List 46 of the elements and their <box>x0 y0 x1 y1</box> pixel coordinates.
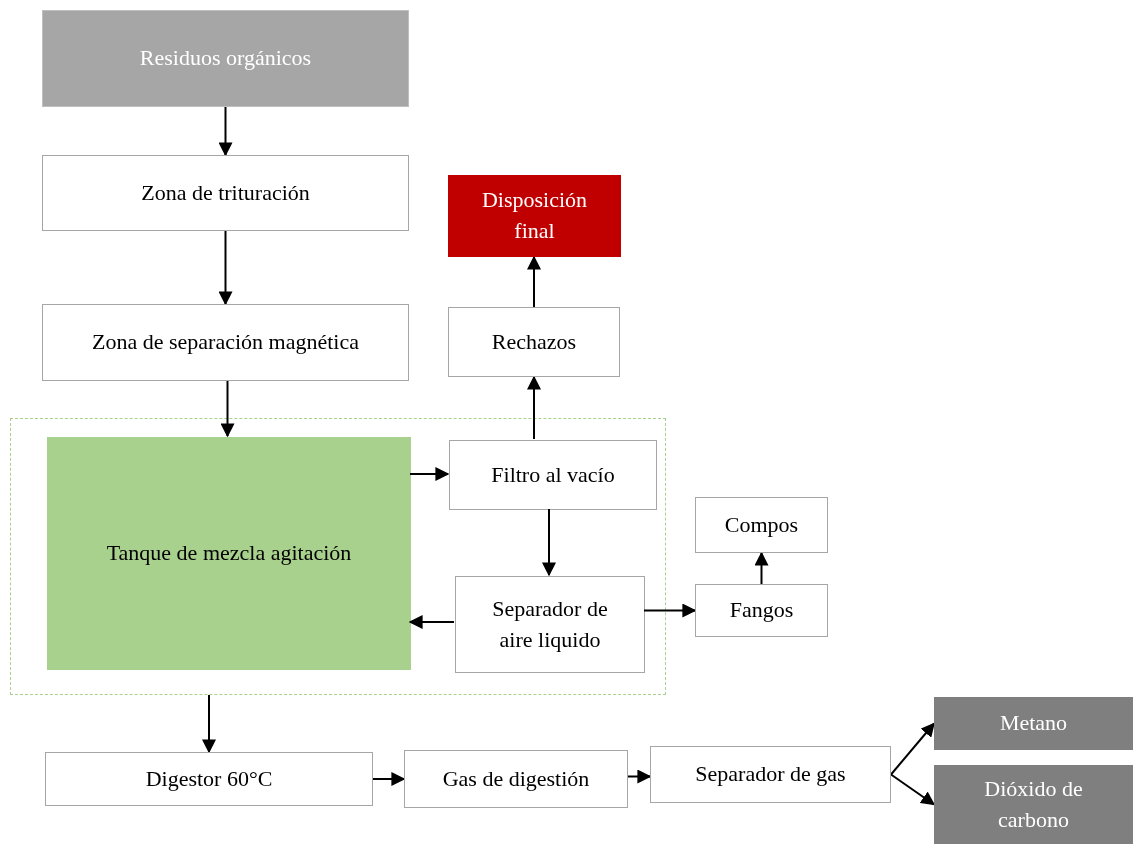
box-label: Fangos <box>729 596 794 625</box>
arrow <box>527 255 541 308</box>
arrow <box>542 508 556 577</box>
process-box <box>455 576 645 673</box>
arrow <box>372 772 406 786</box>
box-label: Gas de digestión <box>442 764 590 793</box>
process-box <box>695 584 828 637</box>
process-box <box>449 440 657 510</box>
box-label: Residuos orgánicos <box>139 44 312 73</box>
box-label: Separador de aire liquido <box>491 594 609 654</box>
arrow <box>220 380 235 438</box>
process-box <box>650 746 891 803</box>
process-box <box>695 497 828 553</box>
process-box <box>45 752 373 806</box>
box-label: Filtro al vacío <box>491 460 615 489</box>
arrow <box>643 603 697 618</box>
box-label: Disposición final <box>480 186 589 245</box>
output-box <box>934 765 1133 844</box>
arrow <box>202 694 216 754</box>
arrow <box>409 467 450 481</box>
input-box <box>42 10 409 107</box>
box-label: Tanque de mezcla agitación <box>106 539 352 568</box>
box-label: Zona de trituración <box>141 178 310 207</box>
box-label: Metano <box>999 709 1068 738</box>
process-box <box>404 750 628 808</box>
process-box <box>42 304 409 381</box>
arrow <box>890 722 935 776</box>
process-box <box>448 307 620 377</box>
box-label: Digestor 60°C <box>145 764 273 793</box>
arrow <box>627 769 652 784</box>
arrow <box>218 106 233 157</box>
arrow <box>408 615 455 629</box>
arrow <box>527 375 541 440</box>
disposal-box <box>448 175 621 257</box>
box-label: Separador de gas <box>695 760 846 789</box>
tank-box <box>47 437 411 670</box>
arrow <box>218 230 233 306</box>
box-label: Compos <box>724 510 799 539</box>
box-label: Dióxido de carbono <box>983 774 1084 834</box>
arrow <box>890 773 936 806</box>
box-label: Zona de separación magnética <box>92 328 359 357</box>
process-box <box>42 155 409 231</box>
group-boundary <box>10 418 666 695</box>
arrow <box>754 551 769 585</box>
output-box <box>934 697 1133 750</box>
box-label: Rechazos <box>491 327 577 356</box>
